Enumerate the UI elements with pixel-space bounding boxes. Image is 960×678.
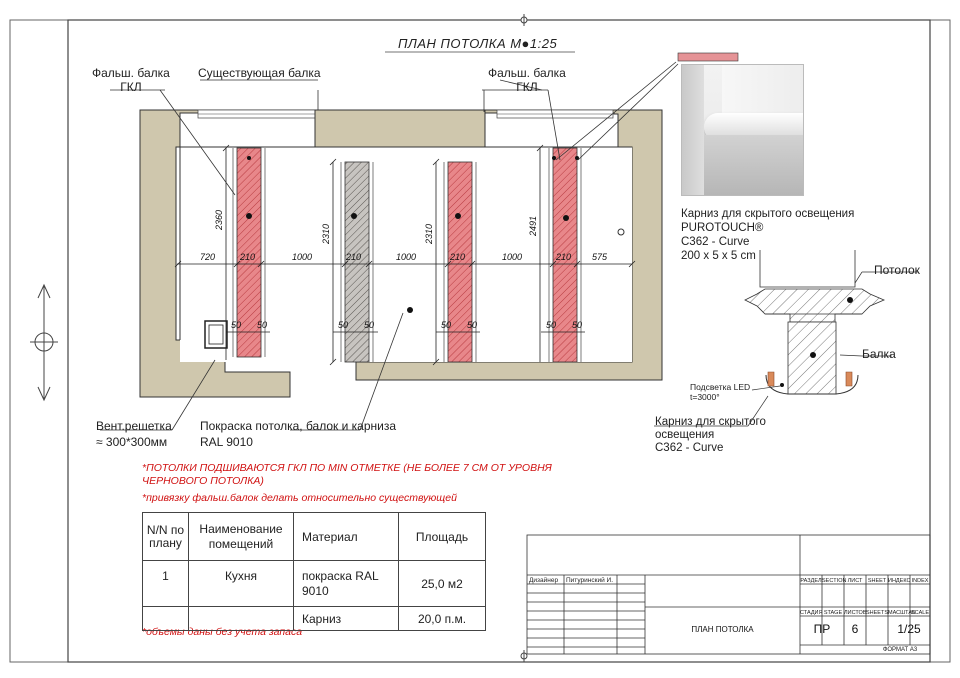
dim-h-720: 720 (200, 252, 216, 262)
color-swatch (677, 52, 739, 62)
dim-offset-3: 50 (338, 320, 349, 330)
cell-material: покраска RAL 9010 (293, 560, 399, 607)
stamp-format: ФОРМАТ А3 (882, 647, 918, 653)
stamp-h-sheet: SHEET (867, 578, 887, 584)
dim-h-210-a: 210 (240, 252, 256, 262)
stamp-h2-scale: МАСШТАБ (888, 610, 916, 616)
table-row: Карниз 20,0 п.м. (142, 606, 486, 631)
section-cornice-label: Карниз для скрытого освещения C362 - Cur… (655, 416, 766, 454)
vent-grille (204, 320, 228, 349)
existing-beam-label: Существующая балка (198, 66, 321, 80)
cell-room (188, 606, 294, 631)
dim-offset-6: 50 (467, 320, 478, 330)
note-false-beams: *привязку фальш.балок делать относительн… (142, 492, 457, 504)
dim-v-2491: 2491 (528, 215, 538, 236)
stamp-stage: ПР (813, 622, 831, 636)
table-row: 1 Кухня покраска RAL 9010 25,0 м2 (142, 560, 486, 607)
dim-offset-5: 50 (441, 320, 452, 330)
section-ceiling-label: Потолок (874, 263, 920, 277)
dim-v-2360: 2360 (214, 209, 224, 230)
stamp-h2-scale-en: SCALE (910, 610, 930, 616)
stamp-sheet-number: 6 (851, 622, 859, 636)
stamp-h-razdel: РАЗДЕЛ (800, 578, 822, 584)
dim-h-1000-a: 1000 (292, 252, 313, 262)
stamp-h2-sheets-en: SHEETS (866, 610, 889, 616)
stamp-sheet-title: ПЛАН ПОТОЛКА (691, 625, 754, 634)
dim-offset-4: 50 (364, 320, 375, 330)
stamp-h2-stage-en: STAGE (823, 610, 843, 616)
orientation-arrow (30, 283, 58, 402)
col-header-area: Площадь (398, 512, 486, 561)
dim-offset-1: 50 (231, 320, 242, 330)
section-detail (654, 250, 918, 427)
dim-offset-7: 50 (546, 320, 557, 330)
stamp-h-index-en: INDEX (911, 578, 929, 584)
dim-offset-8: 50 (572, 320, 583, 330)
col-header-num: N/N по плану (142, 512, 189, 561)
stamp-h2-sheets: ЛИСТОВ (844, 610, 867, 616)
cornice-photo (681, 64, 804, 196)
dim-h-210-d: 210 (556, 252, 572, 262)
section-beam-label: Балка (862, 347, 896, 361)
cell-area: 25,0 м2 (398, 560, 486, 607)
stamp-role: Дизайнер (529, 577, 559, 584)
title-block (526, 534, 931, 655)
dim-h-1000-b: 1000 (396, 252, 417, 262)
col-header-material: Материал (293, 512, 399, 561)
false-beam-1 (236, 147, 262, 358)
stamp-name: Питуринский И. (566, 577, 614, 584)
false-beam-2 (447, 161, 473, 363)
stamp-h-section: SECTION (822, 578, 847, 584)
stamp-h-index: ИНДЕКС (888, 578, 911, 584)
room-schedule-table: N/N по плану Наименование помещений Мате… (142, 512, 486, 631)
dim-h-210-c: 210 (450, 252, 466, 262)
note-gkl: *ПОТОЛКИ ПОДШИВАЮТСЯ ГКЛ ПО MIN ОТМЕТКЕ … (142, 462, 552, 487)
dim-v-2310-b: 2310 (424, 223, 434, 244)
col-header-room: Наименование помещений (188, 512, 294, 561)
stamp-scale: 1/25 (897, 622, 921, 636)
false-beam-3 (552, 147, 578, 363)
stamp-h-list: ЛИСТ (847, 578, 863, 584)
dim-h-1000-c: 1000 (502, 252, 523, 262)
dim-h-575: 575 (592, 252, 608, 262)
existing-beam-strip (344, 161, 370, 363)
dim-h-210-b: 210 (346, 252, 362, 262)
cell-room: Кухня (188, 560, 294, 607)
cell-area: 20,0 п.м. (398, 606, 486, 631)
cell-material: Карниз (293, 606, 399, 631)
sheet-title: ПЛАН ПОТОЛКА М●1:25 (398, 36, 558, 51)
cell-num: 1 (142, 560, 189, 607)
dim-v-2310-a: 2310 (321, 223, 331, 244)
inner-frame (67, 19, 931, 663)
cornice-caption: Карниз для скрытого освещения PUROTOUCH®… (681, 208, 855, 262)
dim-offset-2: 50 (257, 320, 268, 330)
cell-num (142, 606, 189, 631)
stamp-h2-stage: СТАДИЯ (800, 610, 823, 616)
vent-grille-label: Вент.решетка≈ 300*300мм (96, 419, 172, 449)
